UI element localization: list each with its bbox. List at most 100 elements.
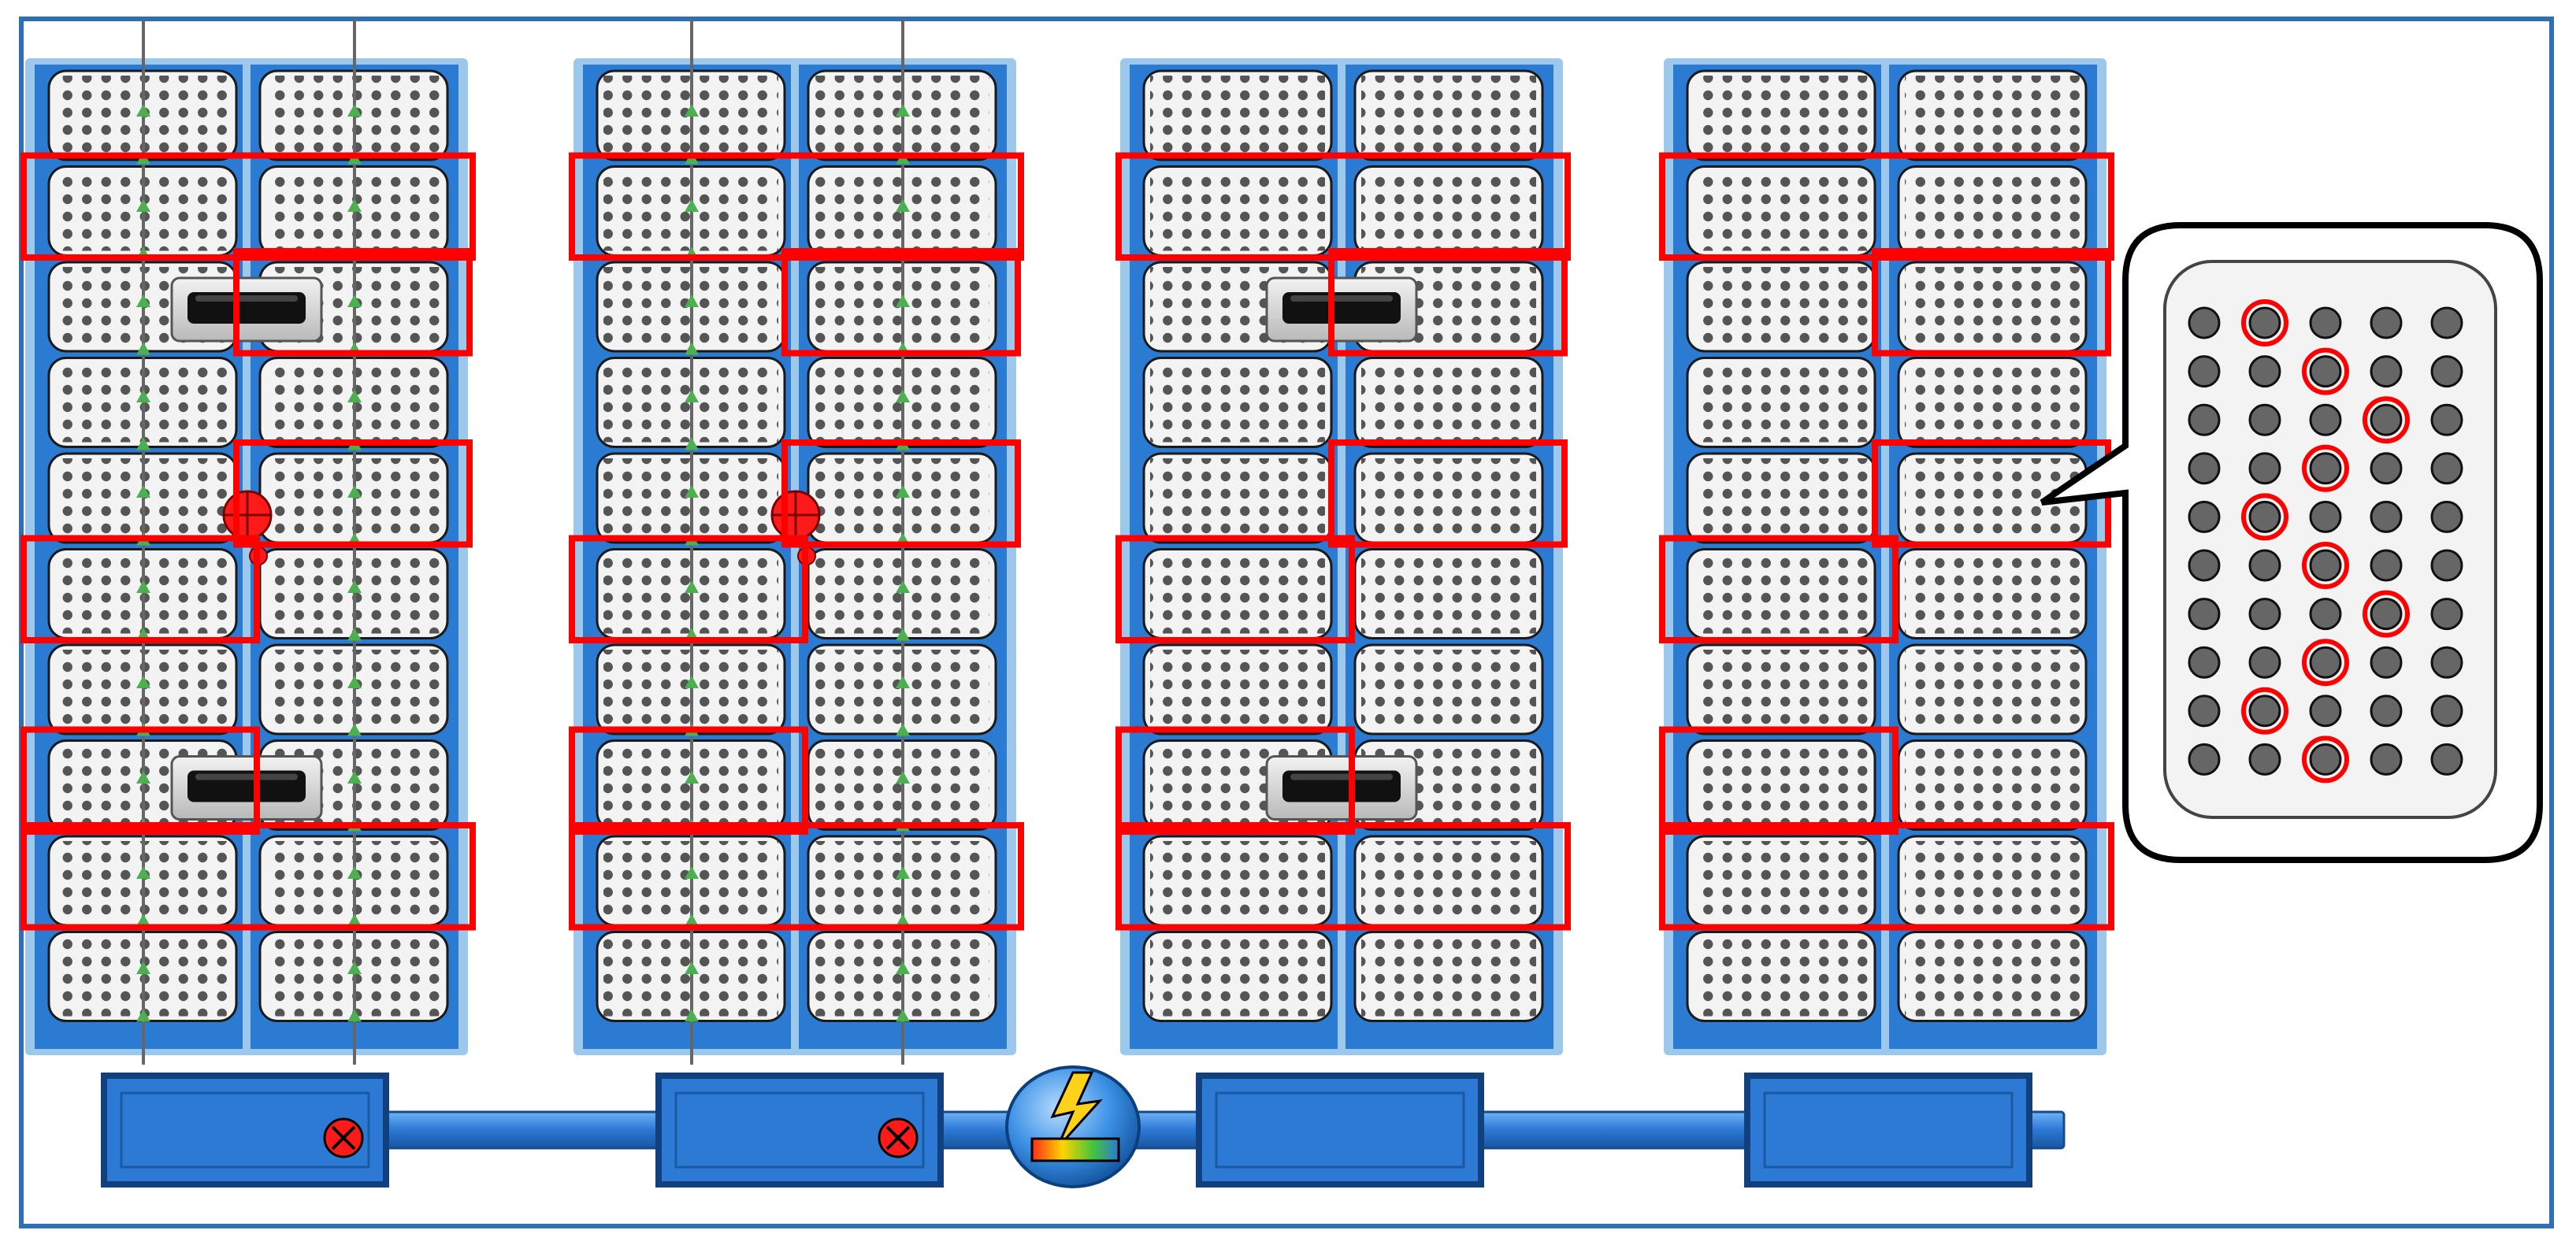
- controller-1: [101, 1073, 389, 1188]
- battery-module: [1142, 835, 1333, 927]
- highlight-frame: [1659, 152, 2114, 261]
- module-cells: [1150, 171, 1325, 251]
- highlighted-cell: [2309, 452, 2342, 485]
- rack-divider: [1881, 65, 1889, 1049]
- module-cells: [1905, 267, 2080, 346]
- highlight-frame: [1115, 152, 1571, 261]
- battery-module: [1353, 643, 1544, 736]
- rack-1: [20, 19, 476, 1065]
- highlight-frame: [1659, 726, 1899, 835]
- tray-clip: [1265, 755, 1418, 821]
- module-cells: [1361, 362, 1536, 443]
- highlighted-cell: [2309, 355, 2342, 388]
- probe-marker: [685, 580, 699, 593]
- battery-module: [1142, 548, 1333, 639]
- highlighted-cell: [2248, 306, 2281, 339]
- battery-module: [1686, 835, 1876, 927]
- cell-highlight-ring: [2302, 444, 2349, 492]
- probe-marker: [136, 913, 150, 927]
- highlight-frame: [1328, 439, 1568, 548]
- probe-marker: [685, 1009, 699, 1022]
- tray-shine: [195, 295, 298, 302]
- cell-dot: [2188, 598, 2221, 631]
- probe-marker: [347, 913, 362, 927]
- probe-marker: [347, 676, 362, 688]
- battery-module: [1686, 931, 1876, 1022]
- tray-clip: [170, 276, 323, 343]
- battery-module: [1142, 165, 1333, 257]
- cell-dot: [2188, 695, 2221, 728]
- power-node-icon: [1005, 1065, 1141, 1188]
- cell-dot: [2370, 500, 2403, 533]
- probe-marker: [896, 723, 910, 736]
- probe-marker: [896, 390, 910, 402]
- probe-marker: [347, 580, 362, 593]
- cell-dot: [2248, 452, 2281, 485]
- highlight-frame: [233, 439, 473, 548]
- cell-dot: [2309, 306, 2342, 339]
- cell-highlight-ring: [2302, 736, 2349, 784]
- cell-dot: [2370, 695, 2403, 728]
- probe-marker: [136, 342, 150, 355]
- battery-module: [1353, 452, 1544, 544]
- battery-module: [1686, 357, 1876, 448]
- controller-panel: [120, 1091, 370, 1169]
- module-cells: [1361, 171, 1536, 251]
- highlight-frame: [569, 535, 808, 643]
- battery-module: [1897, 357, 2088, 448]
- module-cells: [1361, 458, 1536, 538]
- lightning-bolt-icon: [1050, 1071, 1103, 1150]
- battery-module: [1897, 835, 2088, 927]
- probe-marker: [685, 866, 699, 879]
- battery-module: [1353, 165, 1544, 257]
- cell-dot: [2188, 306, 2221, 339]
- probe-marker: [896, 295, 910, 307]
- probe-marker: [896, 962, 910, 974]
- rack-divider: [791, 65, 799, 1049]
- battery-module: [1142, 452, 1333, 544]
- highlight-frame: [1115, 822, 1571, 931]
- cell-dot: [2248, 549, 2281, 582]
- cell-highlight-ring: [2241, 493, 2288, 541]
- highlight-frame: [569, 726, 808, 835]
- probe-marker: [685, 295, 699, 307]
- probe-marker: [347, 199, 362, 212]
- battery-module: [1353, 357, 1544, 448]
- module-cells: [1694, 171, 1869, 251]
- cell-dot: [2370, 646, 2403, 679]
- tray-clip: [170, 755, 323, 821]
- module-cells: [1694, 76, 1869, 155]
- probe-marker: [896, 199, 910, 212]
- highlight-frame: [1659, 535, 1899, 643]
- cell-dot: [2248, 743, 2281, 776]
- module-cells: [1905, 745, 2080, 825]
- module-cells: [1905, 936, 2080, 1017]
- probe-marker: [896, 485, 910, 498]
- probe-marker: [136, 771, 150, 784]
- cell-highlight-ring: [2241, 687, 2288, 735]
- module-cells: [1150, 554, 1325, 634]
- cell-dot: [2430, 549, 2463, 582]
- module-cells: [1361, 650, 1536, 729]
- module-cells: [1694, 936, 1869, 1017]
- module-cells: [1905, 554, 2080, 634]
- cell-dot: [2430, 695, 2463, 728]
- cell-dot: [2370, 355, 2403, 388]
- battery-module: [1142, 931, 1333, 1022]
- highlight-frame: [1115, 535, 1355, 643]
- battery-module: [1897, 261, 2088, 353]
- battery-module: [1353, 69, 1544, 161]
- cell-highlight-ring: [2241, 299, 2288, 346]
- probe-marker: [347, 104, 362, 117]
- cell-dot: [2188, 646, 2221, 679]
- probe-marker: [347, 962, 362, 974]
- highlight-frame: [1328, 248, 1568, 357]
- highlight-frame: [569, 822, 1024, 931]
- module-cells: [1361, 76, 1536, 155]
- cell-dot: [2370, 549, 2403, 582]
- cell-dot: [2430, 598, 2463, 631]
- probe-marker: [136, 676, 150, 688]
- probe-marker: [136, 580, 150, 593]
- battery-module: [1353, 835, 1544, 927]
- cell-dot: [2309, 598, 2342, 631]
